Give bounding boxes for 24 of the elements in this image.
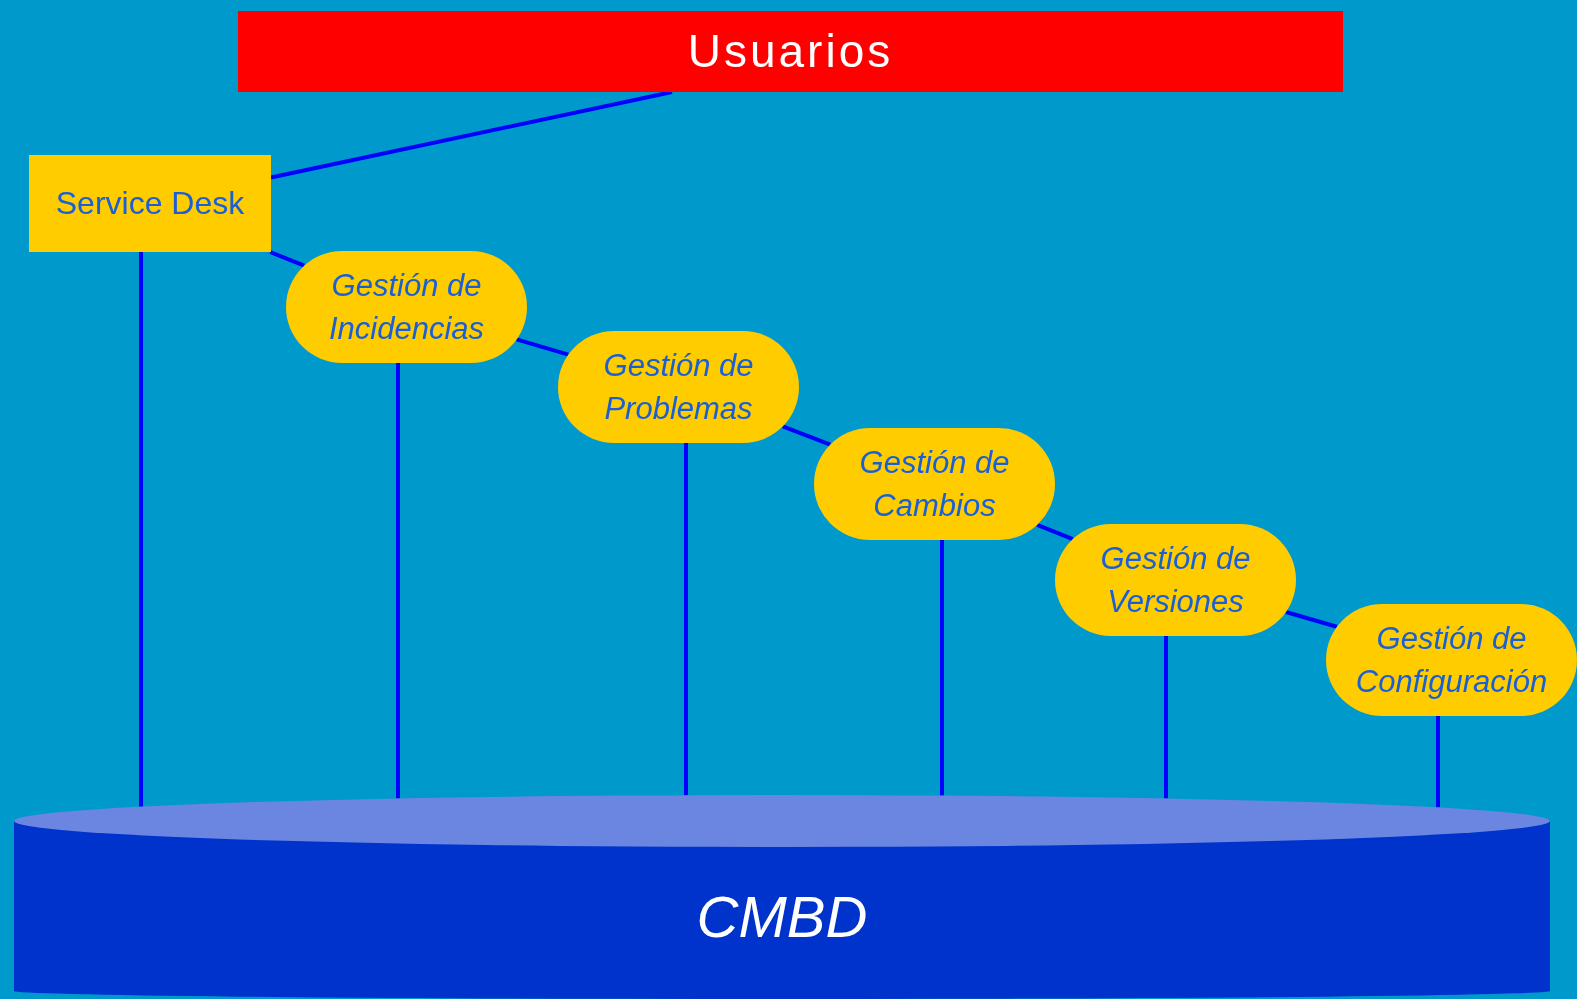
connector-line xyxy=(1436,716,1440,808)
process-label: Gestión de Problemas xyxy=(602,346,755,428)
process-label: Gestión de Versiones xyxy=(1099,539,1252,621)
process-label: Service Desk xyxy=(54,184,246,224)
process-label: Gestión de Cambios xyxy=(858,443,1011,525)
connector-line xyxy=(269,250,305,268)
connector-line xyxy=(396,363,400,799)
process-label: Gestión de Incidencias xyxy=(327,266,486,348)
connector-line xyxy=(516,337,569,357)
process-pill xyxy=(1326,604,1577,716)
connector-line xyxy=(684,443,688,796)
header-title: Usuarios xyxy=(686,24,895,80)
database-label: CMBD xyxy=(695,883,869,952)
connector-line xyxy=(1285,610,1338,629)
process-label: Gestión de Configuración xyxy=(1354,619,1549,701)
header-bar xyxy=(238,11,1343,92)
connector-line xyxy=(782,424,831,447)
connector-line xyxy=(1036,523,1074,541)
database-cylinder xyxy=(14,795,1550,999)
process-box xyxy=(29,155,271,252)
connector-line xyxy=(940,540,944,796)
connector-line xyxy=(270,90,673,180)
connector-line xyxy=(139,252,143,807)
connector-line xyxy=(1164,636,1168,799)
